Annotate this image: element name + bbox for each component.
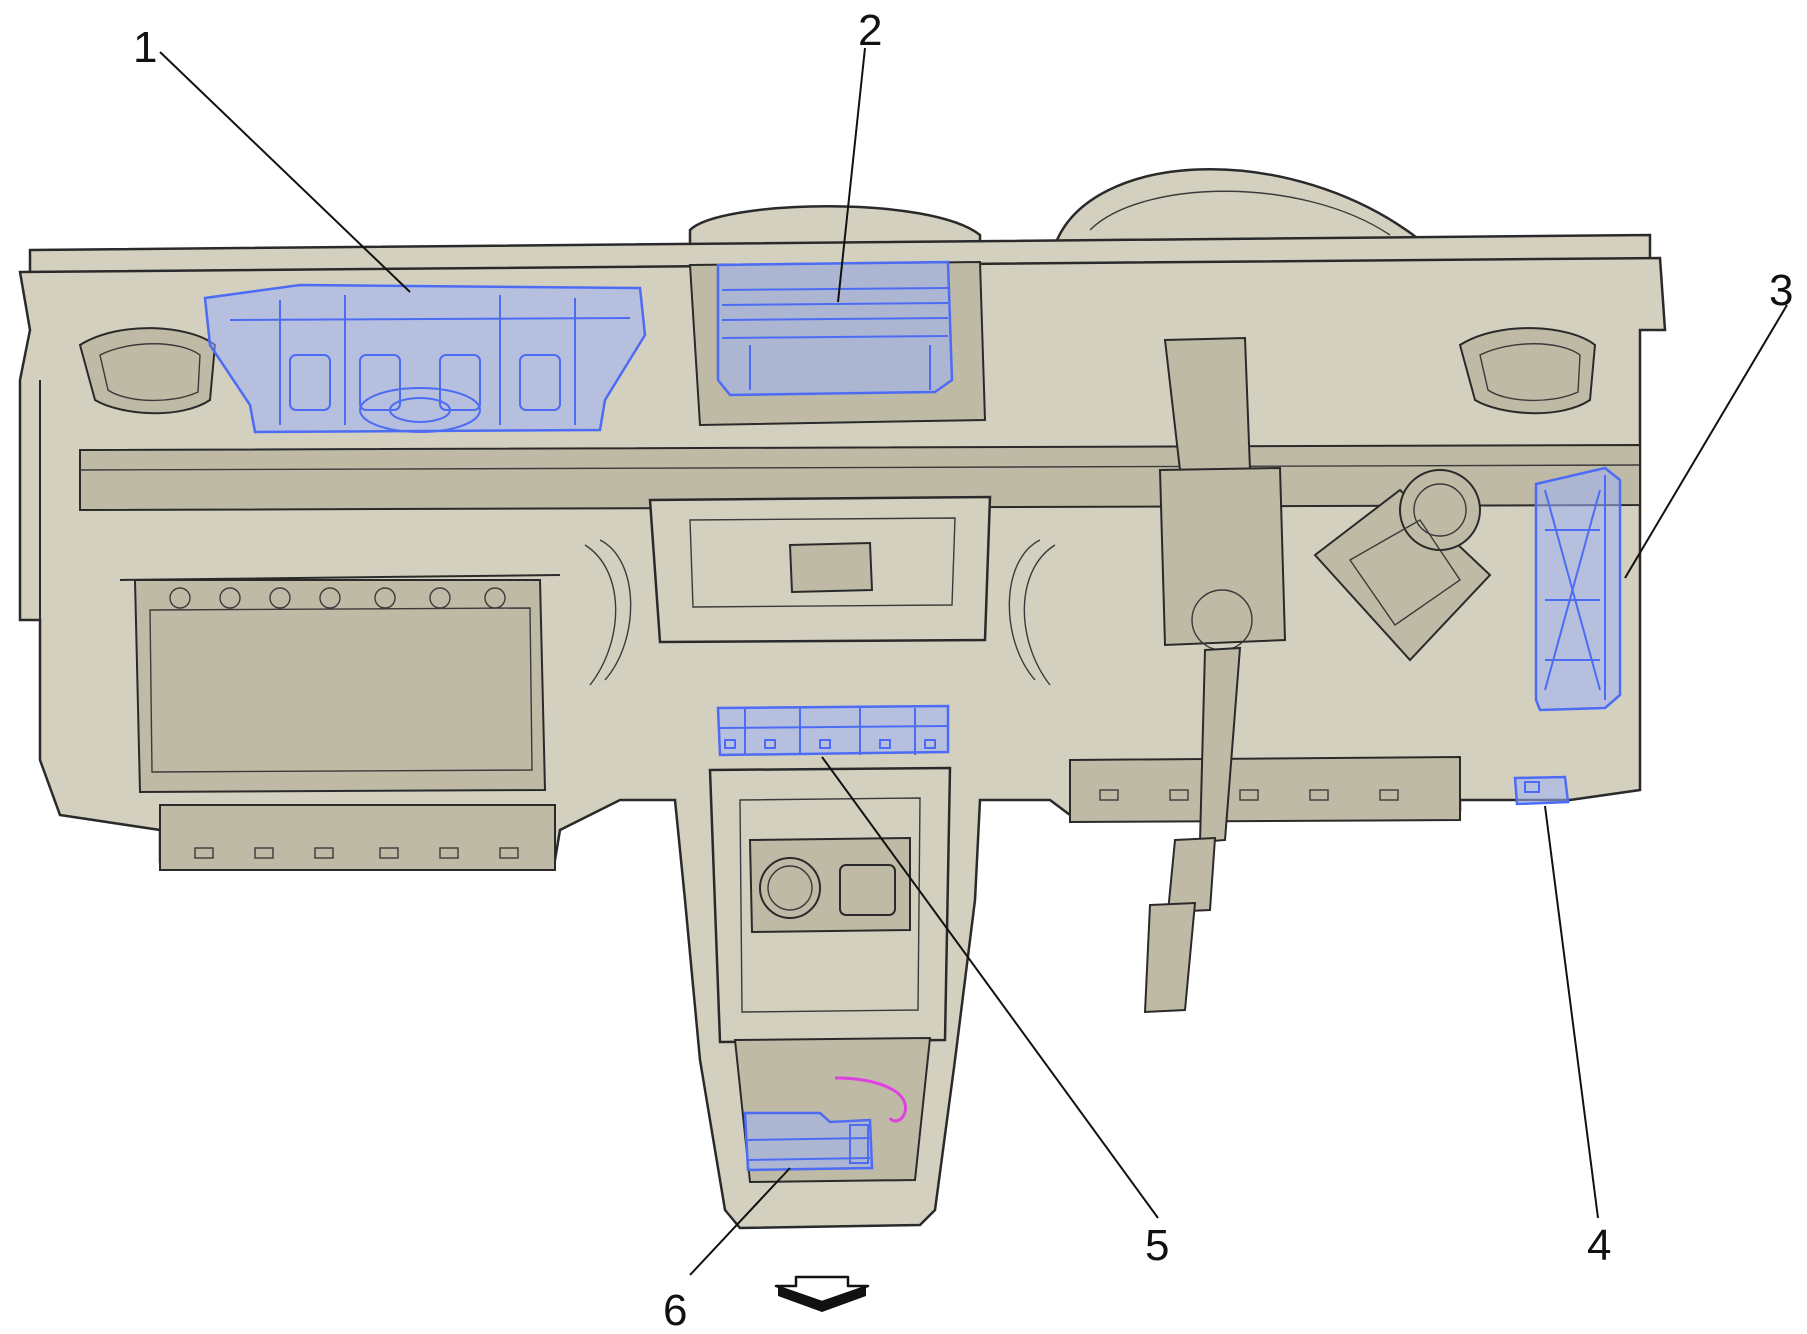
- callout-label-2: 2: [858, 6, 882, 55]
- callout-1: 1: [133, 23, 411, 293]
- callout-3: 3: [1624, 266, 1793, 579]
- callout-label-4: 4: [1587, 1221, 1611, 1270]
- callout-label-1: 1: [133, 23, 157, 72]
- component-6: [743, 1076, 907, 1172]
- component-2: [716, 260, 954, 397]
- callout-label-6: 6: [663, 1286, 687, 1334]
- component-1: [203, 283, 647, 434]
- callout-6: 6: [663, 1167, 791, 1334]
- cup-holder-area: [748, 836, 911, 934]
- component-4: [1513, 775, 1570, 806]
- callout-label-3: 3: [1769, 266, 1793, 315]
- steering-lock-assembly: [1313, 469, 1492, 662]
- callout-4: 4: [1544, 805, 1611, 1270]
- callout-label-5: 5: [1145, 1221, 1169, 1270]
- front-direction-arrow-icon: [774, 1275, 870, 1312]
- component-5: [716, 704, 950, 757]
- steering-column: [1143, 336, 1287, 1014]
- callout-5: 5: [821, 756, 1169, 1270]
- component-6-wire: [834, 1076, 907, 1123]
- component-3: [1534, 466, 1622, 712]
- callout-2: 2: [837, 6, 882, 303]
